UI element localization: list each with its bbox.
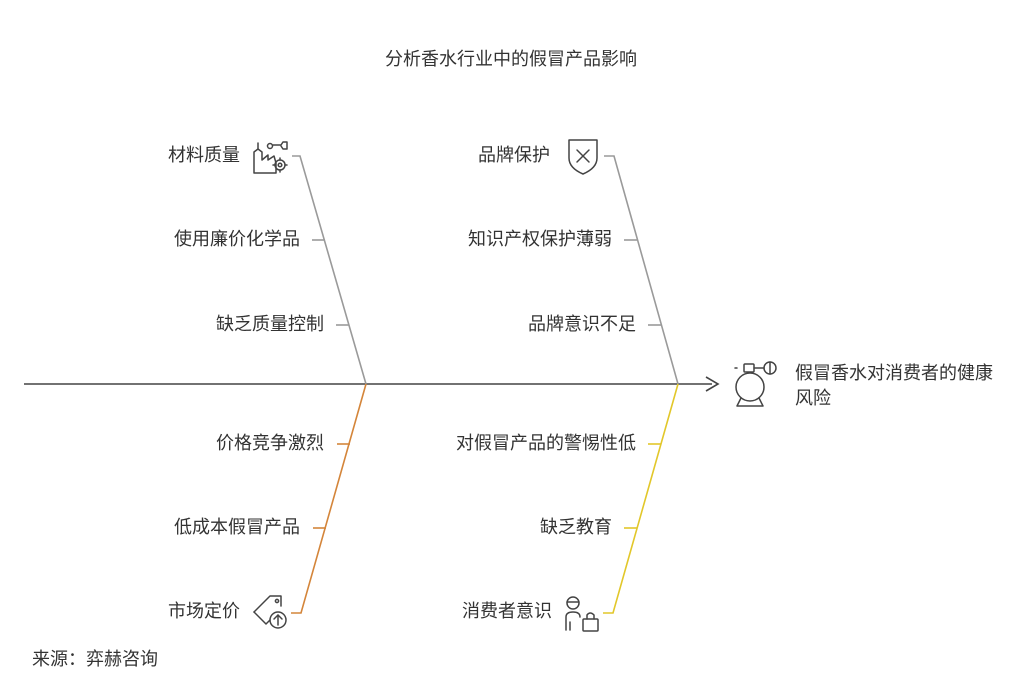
branch-line-consumers bbox=[603, 383, 679, 614]
cause-low-brand-awareness: 品牌意识不足 bbox=[528, 314, 636, 335]
person-bag-icon bbox=[565, 596, 599, 632]
effect-label: 假冒香水对消费者的健康风险 bbox=[795, 363, 993, 409]
cause-no-quality-control: 缺乏质量控制 bbox=[216, 314, 324, 335]
spine-arrowhead bbox=[705, 376, 720, 392]
cause-weak-ip-protection: 知识产权保护薄弱 bbox=[468, 229, 612, 250]
category-label-pricing: 市场定价 bbox=[168, 601, 240, 622]
source-note: 来源：弈赫咨询 bbox=[32, 649, 158, 670]
category-label-materials: 材料质量 bbox=[168, 145, 240, 166]
branch-line-pricing bbox=[291, 383, 367, 614]
cause-cheap-chemicals: 使用廉价化学品 bbox=[174, 229, 300, 250]
category-label-consumers: 消费者意识 bbox=[462, 601, 552, 622]
price-tag-up-icon bbox=[253, 595, 287, 629]
cause-low-vigilance: 对假冒产品的警惕性低 bbox=[456, 433, 636, 454]
diagram-title: 分析香水行业中的假冒产品影响 bbox=[385, 49, 637, 70]
cause-low-cost-fakes: 低成本假冒产品 bbox=[174, 517, 300, 538]
shield-x-icon bbox=[568, 139, 598, 175]
factory-gear-icon bbox=[253, 141, 288, 174]
branch-line-brand bbox=[604, 155, 679, 385]
branch-line-materials bbox=[292, 155, 367, 385]
perfume-bottle-icon bbox=[734, 361, 777, 407]
cause-lack-of-education: 缺乏教育 bbox=[540, 517, 612, 538]
cause-price-competition: 价格竞争激烈 bbox=[216, 433, 324, 454]
category-label-brand: 品牌保护 bbox=[478, 145, 550, 166]
